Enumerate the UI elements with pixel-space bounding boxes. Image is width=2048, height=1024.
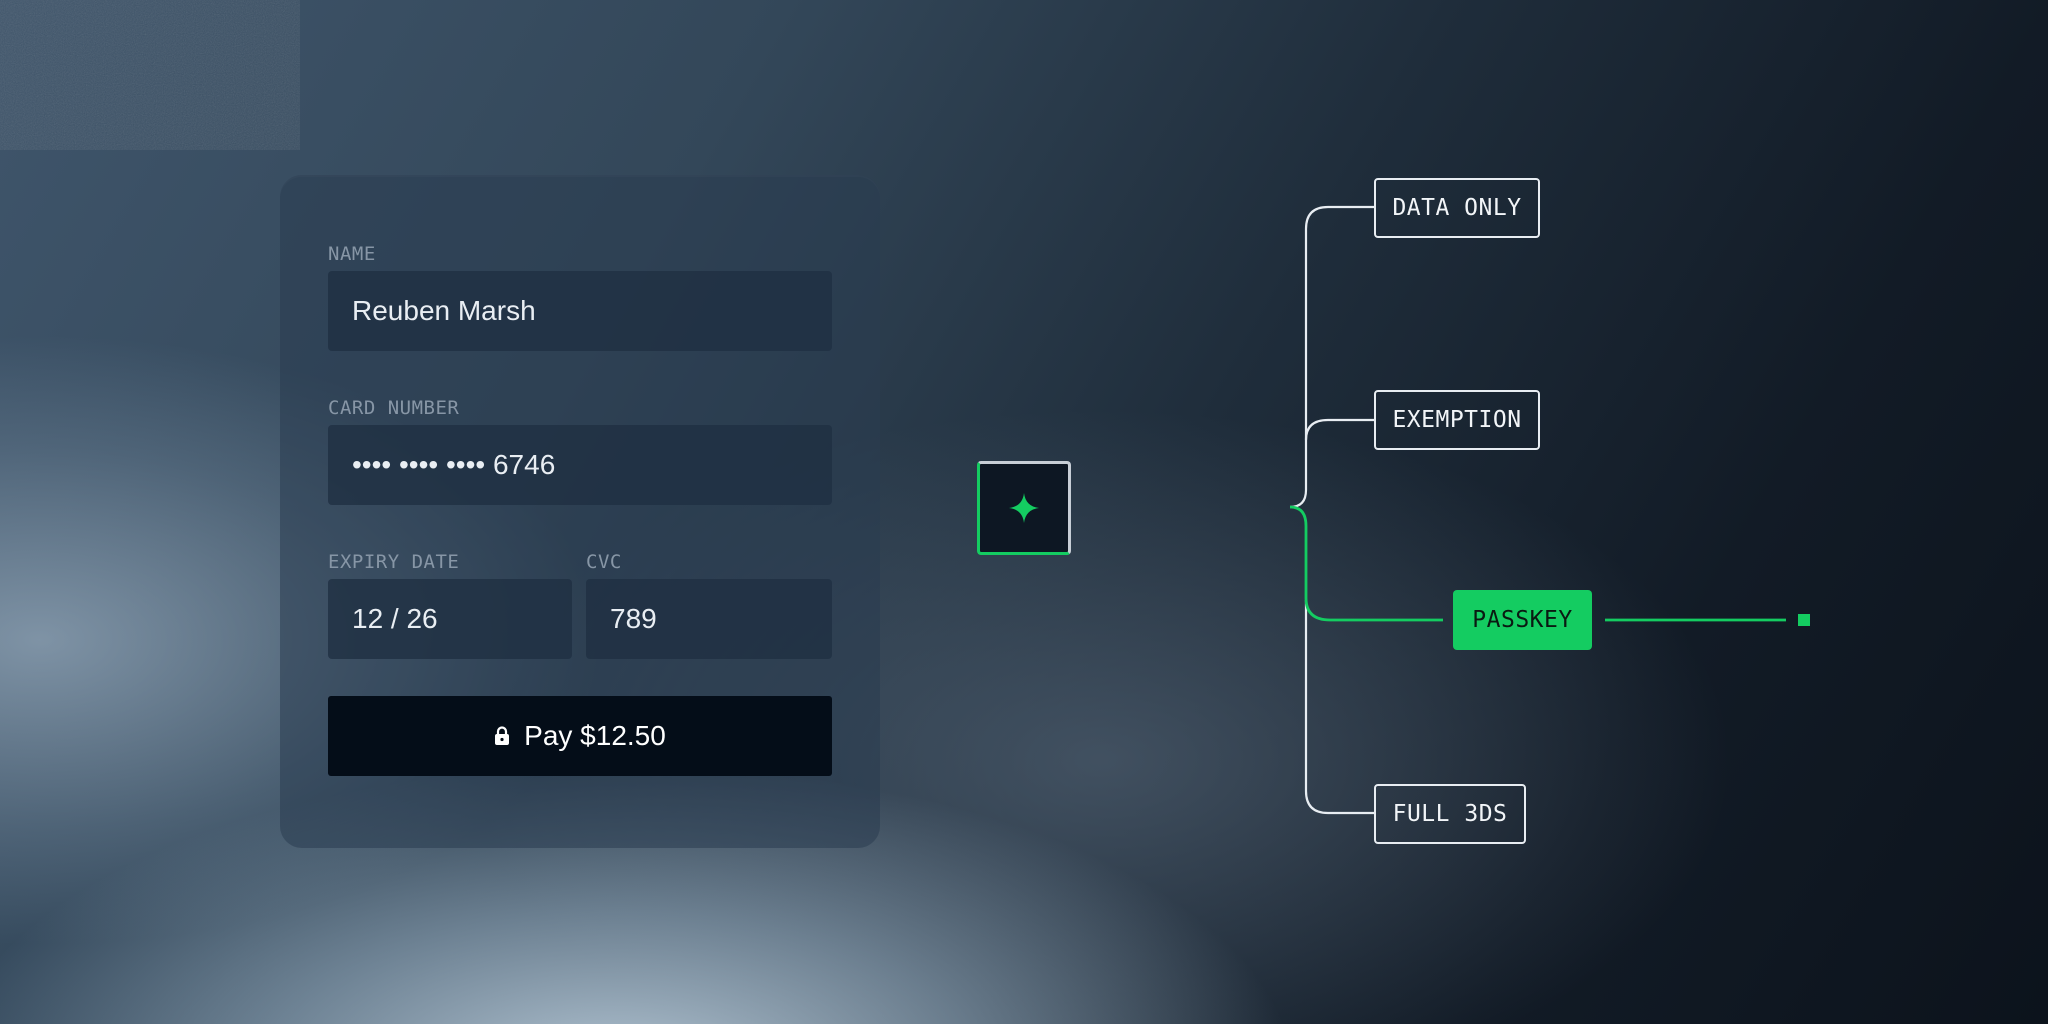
connector-passkey [1289, 505, 1443, 622]
connector-data-only [1289, 205, 1374, 509]
connector-exemption [1304, 418, 1374, 441]
name-input[interactable]: Reuben Marsh [328, 271, 832, 351]
payment-form-card: NAME Reuben Marsh CARD NUMBER •••• •••• … [280, 175, 880, 848]
card-number-label: CARD NUMBER [328, 397, 460, 419]
connector-full-3ds [1304, 600, 1374, 815]
cvc-label: CVC [586, 551, 622, 573]
hub-node[interactable] [977, 461, 1071, 555]
pay-button[interactable]: Pay $12.50 [328, 696, 832, 776]
passkey-endpoint [1798, 614, 1810, 626]
expiry-date-label: EXPIRY DATE [328, 551, 460, 573]
name-value: Reuben Marsh [352, 295, 536, 326]
option-full-3ds[interactable]: FULL 3DS [1374, 784, 1526, 844]
pay-button-label: Pay $12.50 [524, 720, 666, 751]
sparkle-icon [1007, 491, 1041, 525]
expiry-date-input[interactable]: 12 / 26 [328, 579, 572, 659]
option-exemption[interactable]: EXEMPTION [1374, 390, 1540, 450]
cvc-value: 789 [610, 603, 657, 634]
card-number-input[interactable]: •••• •••• •••• 6746 [328, 425, 832, 505]
card-number-value: •••• •••• •••• 6746 [352, 449, 556, 480]
lock-icon [494, 726, 510, 746]
cvc-input[interactable]: 789 [586, 579, 832, 659]
expiry-date-value: 12 / 26 [352, 603, 438, 634]
option-passkey[interactable]: PASSKEY [1453, 590, 1592, 650]
option-data-only[interactable]: DATA ONLY [1374, 178, 1540, 238]
name-label: NAME [328, 243, 376, 265]
